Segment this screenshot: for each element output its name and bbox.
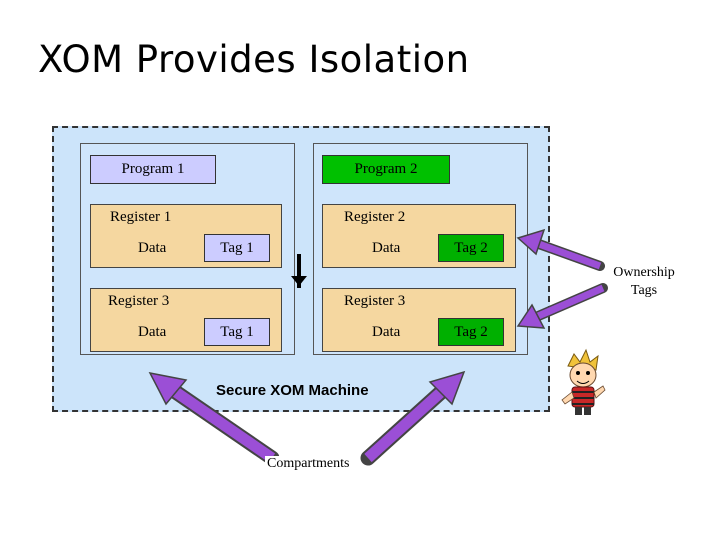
- register-2-label: Register 2: [344, 209, 406, 225]
- register-2-data: Data: [372, 240, 401, 256]
- compartment-arrow-right: [360, 370, 466, 466]
- register-1-data: Data: [138, 240, 167, 256]
- isolation-barrier: [291, 254, 307, 288]
- register-3-tag-2: Tag 2: [438, 318, 504, 346]
- register-2-tag: Tag 2: [438, 234, 504, 262]
- register-1-tag: Tag 1: [204, 234, 270, 262]
- ownership-tags-label: Ownership Tags: [613, 265, 675, 298]
- register-3-data-1: Data: [138, 324, 167, 340]
- ownership-arrow-top: [516, 228, 605, 271]
- cartoon-character: [561, 348, 606, 415]
- program-2-box: Program 2: [322, 155, 450, 184]
- register-3-label-2: Register 3: [344, 293, 406, 309]
- machine-label: Secure XOM Machine: [216, 382, 369, 399]
- register-3-label-1: Register 3: [108, 293, 170, 309]
- register-3-data-2: Data: [372, 324, 401, 340]
- compartments-label: Compartments: [265, 456, 352, 472]
- register-1-label: Register 1: [110, 209, 172, 225]
- ownership-arrow-bottom: [516, 283, 608, 329]
- program-1-box: Program 1: [90, 155, 216, 184]
- slide-title: XOM Provides Isolation: [38, 38, 470, 81]
- register-3-tag-1: Tag 1: [204, 318, 270, 346]
- compartment-arrow-left: [148, 371, 280, 466]
